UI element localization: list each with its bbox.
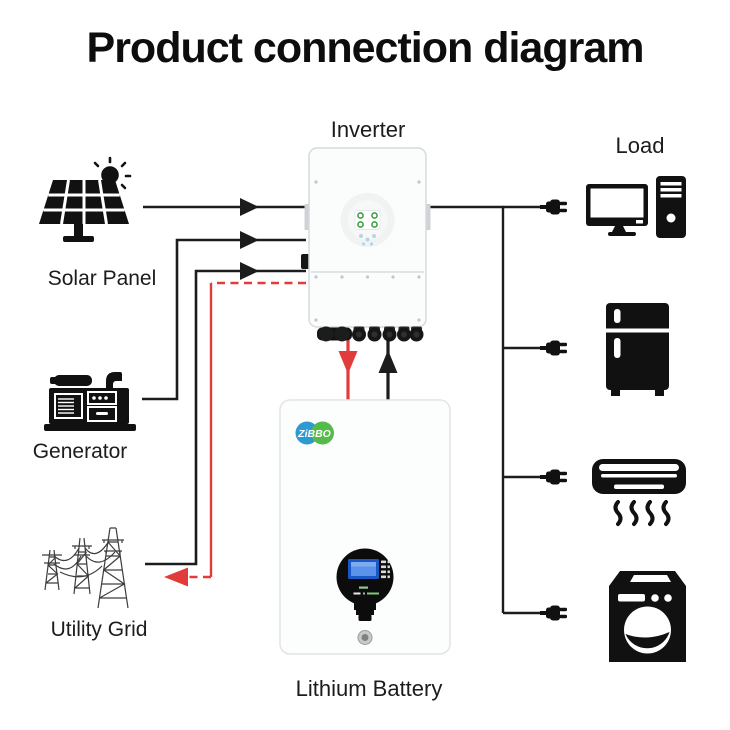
battery-unit: ZiBBO — [279, 399, 451, 655]
inverter-unit — [301, 147, 431, 342]
load-label: Load — [615, 133, 665, 158]
washing-machine-icon — [609, 571, 686, 662]
connection-solar-to-inverter — [143, 198, 306, 216]
power-towers-icon — [42, 527, 129, 609]
refrigerator-icon — [606, 303, 669, 396]
brand-logo: ZiBBO — [295, 421, 334, 445]
air-conditioner-icon — [592, 459, 686, 526]
solar-panel-label: Solar Panel — [47, 267, 157, 290]
generator-icon — [44, 372, 136, 431]
battery-label: Lithium Battery — [295, 676, 443, 701]
computer-icon — [586, 176, 686, 238]
utility-grid-label: Utility Grid — [50, 618, 148, 641]
inverter-cable-ports — [317, 326, 424, 342]
connection-inverter-to-grid — [164, 281, 306, 587]
sun-icon — [93, 156, 132, 190]
airflow-waves — [613, 500, 671, 526]
battery-indicator-lights — [381, 560, 390, 579]
inverter-label: Inverter — [330, 117, 406, 142]
solar-panel-icon — [39, 156, 132, 242]
battery-power-button — [357, 630, 373, 645]
inverter-logo-emblem — [340, 193, 395, 247]
svg-text:ZiBBO: ZiBBO — [297, 428, 331, 440]
inverter-screws — [314, 180, 421, 322]
connection-generator-to-inverter — [142, 231, 306, 401]
battery-display-panel — [336, 548, 394, 621]
connection-battery-to-inverter — [378, 340, 398, 400]
page-title: Product connection diagram — [86, 24, 645, 72]
connection-inverter-to-battery — [338, 340, 358, 400]
connection-inverter-to-loads — [427, 205, 540, 615]
plug-icon — [540, 199, 567, 621]
generator-label: Generator — [32, 440, 128, 463]
connection-grid-to-inverter — [145, 262, 306, 566]
